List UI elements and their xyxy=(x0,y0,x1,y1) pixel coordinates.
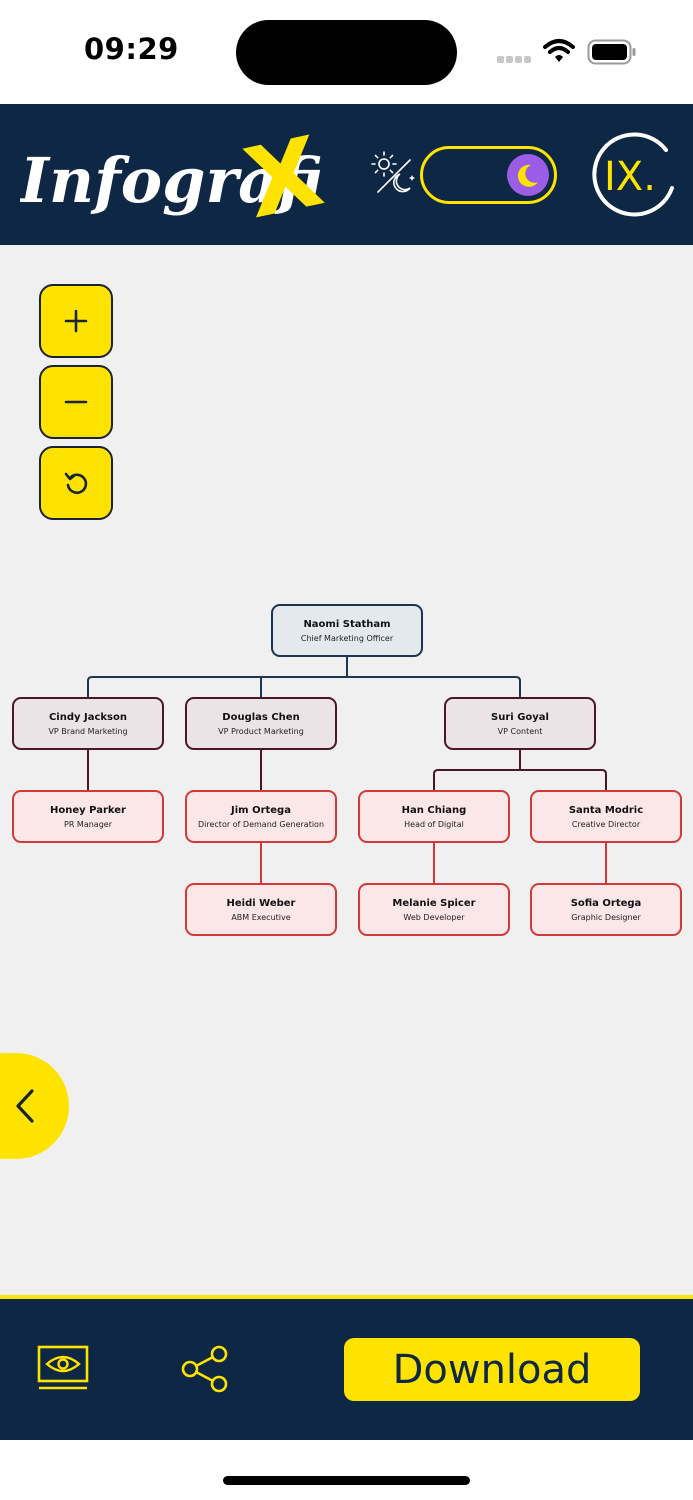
preview-button[interactable] xyxy=(36,1344,90,1397)
node-name: Douglas Chen xyxy=(222,711,300,723)
node-name: Honey Parker xyxy=(50,804,126,816)
org-node-staff[interactable]: Jim Ortega Director of Demand Generation xyxy=(185,790,337,843)
node-title: VP Brand Marketing xyxy=(48,726,128,736)
node-title: Chief Marketing Officer xyxy=(300,633,394,643)
org-node-staff[interactable]: Santa Modric Creative Director xyxy=(530,790,682,843)
org-node-staff[interactable]: Han Chiang Head of Digital xyxy=(358,790,510,843)
org-node-root[interactable]: Naomi Statham Chief Marketing Officer xyxy=(271,604,423,657)
theme-toggle[interactable] xyxy=(420,146,557,204)
org-node-staff[interactable]: Melanie Spicer Web Developer xyxy=(358,883,510,936)
node-title: ABM Executive xyxy=(231,912,291,922)
node-name: Santa Modric xyxy=(568,804,644,816)
node-name: Sofia Ortega xyxy=(570,897,642,909)
plus-icon xyxy=(64,309,88,333)
node-name: Jim Ortega xyxy=(231,804,291,816)
badge-text: IX. xyxy=(604,154,656,200)
infografix-logo[interactable]: Infografi X xyxy=(18,115,340,240)
node-title: VP Content xyxy=(497,726,543,736)
status-time: 09:29 xyxy=(84,32,179,66)
download-button[interactable]: Download xyxy=(344,1338,640,1401)
dynamic-island xyxy=(236,20,457,85)
home-indicator[interactable] xyxy=(223,1476,470,1485)
node-title: Director of Demand Generation xyxy=(197,819,325,829)
chevron-left-icon xyxy=(16,1089,34,1123)
bottom-toolbar: Download xyxy=(0,1295,693,1440)
node-name: Melanie Spicer xyxy=(392,897,476,909)
moon-icon xyxy=(517,164,538,187)
org-node-vp[interactable]: Douglas Chen VP Product Marketing xyxy=(185,697,337,750)
reset-view-button[interactable] xyxy=(39,446,113,520)
share-icon xyxy=(181,1345,228,1393)
battery-icon xyxy=(587,39,636,65)
org-node-vp[interactable]: Cindy Jackson VP Brand Marketing xyxy=(12,697,164,750)
eye-monitor-icon xyxy=(37,1345,89,1390)
node-name: Han Chiang xyxy=(401,804,467,816)
sun-moon-icon xyxy=(371,151,415,193)
wifi-icon xyxy=(543,39,575,62)
node-name: Naomi Statham xyxy=(303,618,391,630)
home-area xyxy=(0,1440,693,1500)
cellular-signal-icon xyxy=(497,56,531,63)
reset-icon xyxy=(64,472,88,495)
node-title: PR Manager xyxy=(64,819,112,829)
zoom-in-button[interactable] xyxy=(39,284,113,358)
org-node-staff[interactable]: Honey Parker PR Manager xyxy=(12,790,164,843)
node-title: Creative Director xyxy=(571,819,641,829)
logo-accent: X xyxy=(236,124,332,234)
status-bar: 09:29 xyxy=(0,0,693,104)
node-title: VP Product Marketing xyxy=(218,726,304,736)
org-node-staff[interactable]: Heidi Weber ABM Executive xyxy=(185,883,337,936)
logo-wordmark: Infografi xyxy=(20,144,323,217)
node-name: Heidi Weber xyxy=(226,897,296,909)
node-title: Graphic Designer xyxy=(571,912,641,922)
org-connectors xyxy=(87,657,607,883)
org-node-vp[interactable]: Suri Goyal VP Content xyxy=(444,697,596,750)
node-name: Suri Goyal xyxy=(491,711,549,723)
node-name: Cindy Jackson xyxy=(48,711,128,723)
toggle-knob xyxy=(507,154,549,196)
brand-badge[interactable]: IX. xyxy=(586,128,682,224)
share-button[interactable] xyxy=(180,1344,230,1399)
app-header: Infografi X IX xyxy=(0,104,693,245)
zoom-out-button[interactable] xyxy=(39,365,113,439)
minus-icon xyxy=(64,400,88,404)
chart-canvas[interactable]: Naomi Statham Chief Marketing Officer Ci… xyxy=(0,245,693,1295)
org-node-staff[interactable]: Sofia Ortega Graphic Designer xyxy=(530,883,682,936)
node-title: Head of Digital xyxy=(404,819,464,829)
node-title: Web Developer xyxy=(403,912,465,922)
